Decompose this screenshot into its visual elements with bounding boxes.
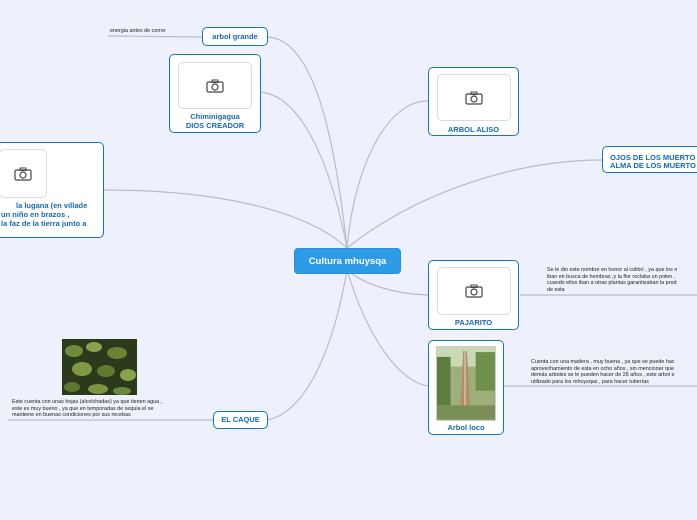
note-el-caque: Este cuenta con unas hojas (alcolchadas)… — [12, 399, 162, 419]
caque-leaves-photo — [62, 339, 137, 395]
camera-icon — [14, 167, 32, 181]
node-label-line1: Chiminigagua — [190, 112, 240, 121]
note-line: aprovechamiento de esta en ocho años , s… — [531, 365, 674, 372]
note-line: Este cuenta con unas hojas (alcolchadas)… — [12, 399, 163, 405]
note-line: Se le dio este nombre en honor al colibr… — [547, 267, 678, 273]
image-placeholder — [437, 74, 511, 121]
node-label: PAJARITO — [454, 318, 493, 327]
note-arbol-grande: energia antes de correr — [110, 28, 166, 34]
node-chiminigagua[interactable]: Chiminigagua DIOS CREADOR — [169, 54, 261, 133]
link-el-caque — [267, 269, 348, 421]
node-el-caque[interactable]: EL CAQUE — [213, 411, 268, 429]
tree-trunk-photo — [436, 346, 496, 421]
image-placeholder — [178, 62, 252, 109]
node-label-line3: la faz de la tierra junto a — [1, 219, 87, 228]
node-label-line2: ALMA DE LOS MUERTO — [610, 161, 696, 170]
node-arbol-loco[interactable]: Arbol loco — [428, 340, 504, 435]
note-arbol-loco: Cuenta con una madera , muy buena , ya q… — [531, 359, 675, 385]
central-topic[interactable]: Cultura mhuysqa — [294, 248, 401, 274]
note-line: de esta — [547, 286, 565, 293]
node-label-line1: la lugana (en villade — [16, 201, 88, 210]
node-label: EL CAQUE — [221, 415, 260, 424]
node-label-line1: OJOS DE LOS MUERTO — [610, 153, 696, 162]
note-line: iban en busca de hembras ,y la flor rocl… — [547, 273, 676, 280]
note-line: demás arboles se le pueden hacer de 26 a… — [531, 372, 675, 379]
note-line: mantiene en buenas condiciones por sus r… — [12, 412, 131, 419]
node-lugana[interactable]: la lugana (en villade un niño en brazos … — [0, 142, 104, 238]
image-placeholder — [437, 267, 511, 315]
node-arbol-grande[interactable]: arbol grande — [202, 27, 268, 46]
camera-icon — [206, 79, 224, 93]
node-label: arbol grande — [212, 32, 258, 41]
node-arbol-aliso[interactable]: ARBOL ALISO — [428, 67, 519, 136]
image-placeholder — [0, 149, 47, 198]
node-ojos-de-los-muertos[interactable]: OJOS DE LOS MUERTO ALMA DE LOS MUERTO — [602, 146, 697, 173]
link-arbol-loco — [346, 269, 429, 387]
link-ojos — [346, 159, 603, 249]
note-pajarito: Se le dio este nombre en honor al colibr… — [547, 267, 677, 293]
node-label-line2: DIOS CREADOR — [185, 121, 245, 130]
note-line: Cuenta con una madera , muy buena , ya q… — [531, 359, 675, 365]
link-pajarito — [346, 269, 429, 296]
note-line: este es muy bueno , ya que en temporadas… — [12, 405, 154, 412]
node-pajarito[interactable]: PAJARITO — [428, 260, 519, 330]
note-line: utilizado para los mhuysqas , para hacer… — [531, 378, 649, 385]
link-lugana — [103, 189, 348, 249]
node-label: Arbol loco — [447, 423, 485, 432]
camera-icon — [465, 284, 483, 298]
link-arbol-grande-note — [107, 35, 203, 38]
node-label-line2: un niño en brazos , — [1, 210, 70, 219]
link-chiminigagua — [259, 91, 348, 249]
camera-icon — [465, 91, 483, 105]
note-line: cuando ellos iban a otras plantas garant… — [547, 280, 677, 287]
link-arbol-grande — [267, 36, 348, 249]
node-label: ARBOL ALISO — [447, 125, 500, 134]
link-arbol-aliso — [346, 100, 429, 249]
